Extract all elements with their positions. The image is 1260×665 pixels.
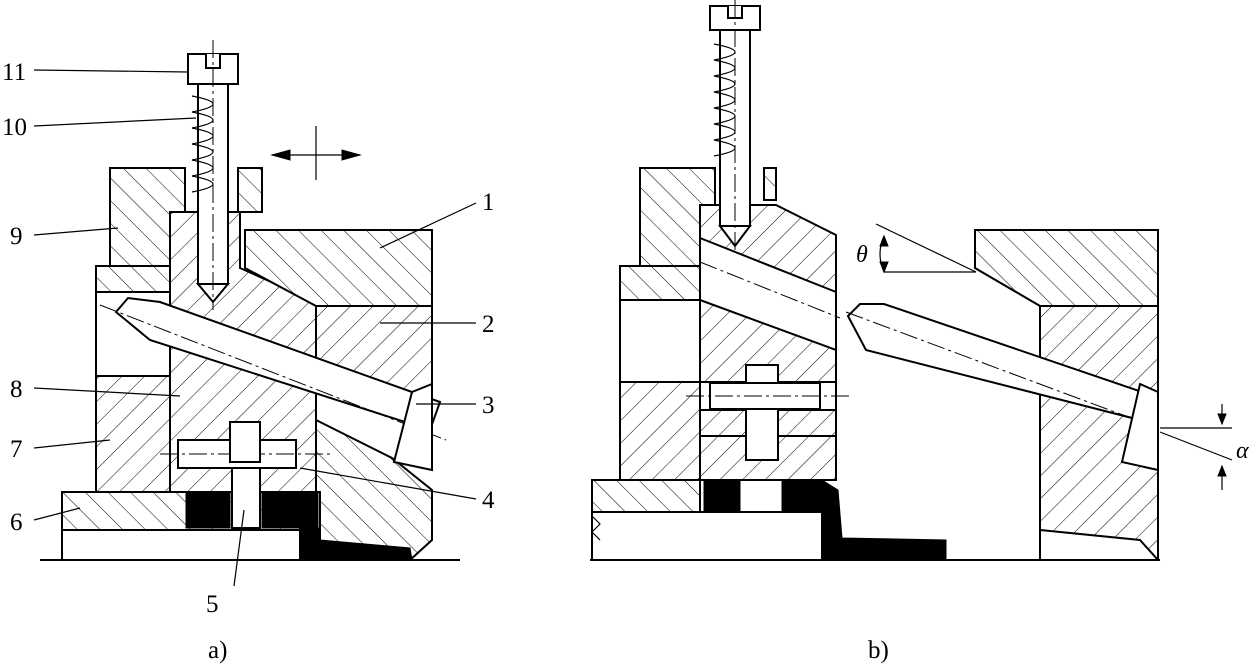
label-11: 11 (2, 59, 26, 86)
label-3: 3 (482, 392, 495, 419)
label-5: 5 (206, 591, 219, 618)
caption-a: a) (208, 637, 227, 664)
angle-alpha: α (1236, 438, 1249, 464)
label-1: 1 (482, 189, 495, 216)
label-8: 8 (10, 376, 23, 403)
part-10-spring (191, 95, 214, 193)
part-3-angle-pin (114, 296, 442, 432)
label-6: 6 (10, 509, 23, 536)
caption-b: b) (868, 637, 889, 664)
angle-theta: θ (856, 242, 868, 268)
label-2: 2 (482, 311, 495, 338)
part-5-stem (231, 467, 261, 529)
label-10: 10 (2, 114, 27, 141)
label-7: 7 (10, 436, 23, 463)
direction-arrows (270, 126, 362, 180)
label-9: 9 (10, 223, 23, 250)
label-4: 4 (482, 487, 495, 514)
view-b: θ α b) (590, 0, 1249, 664)
view-a: 11 10 9 8 7 6 5 1 2 3 4 a) (2, 40, 495, 664)
